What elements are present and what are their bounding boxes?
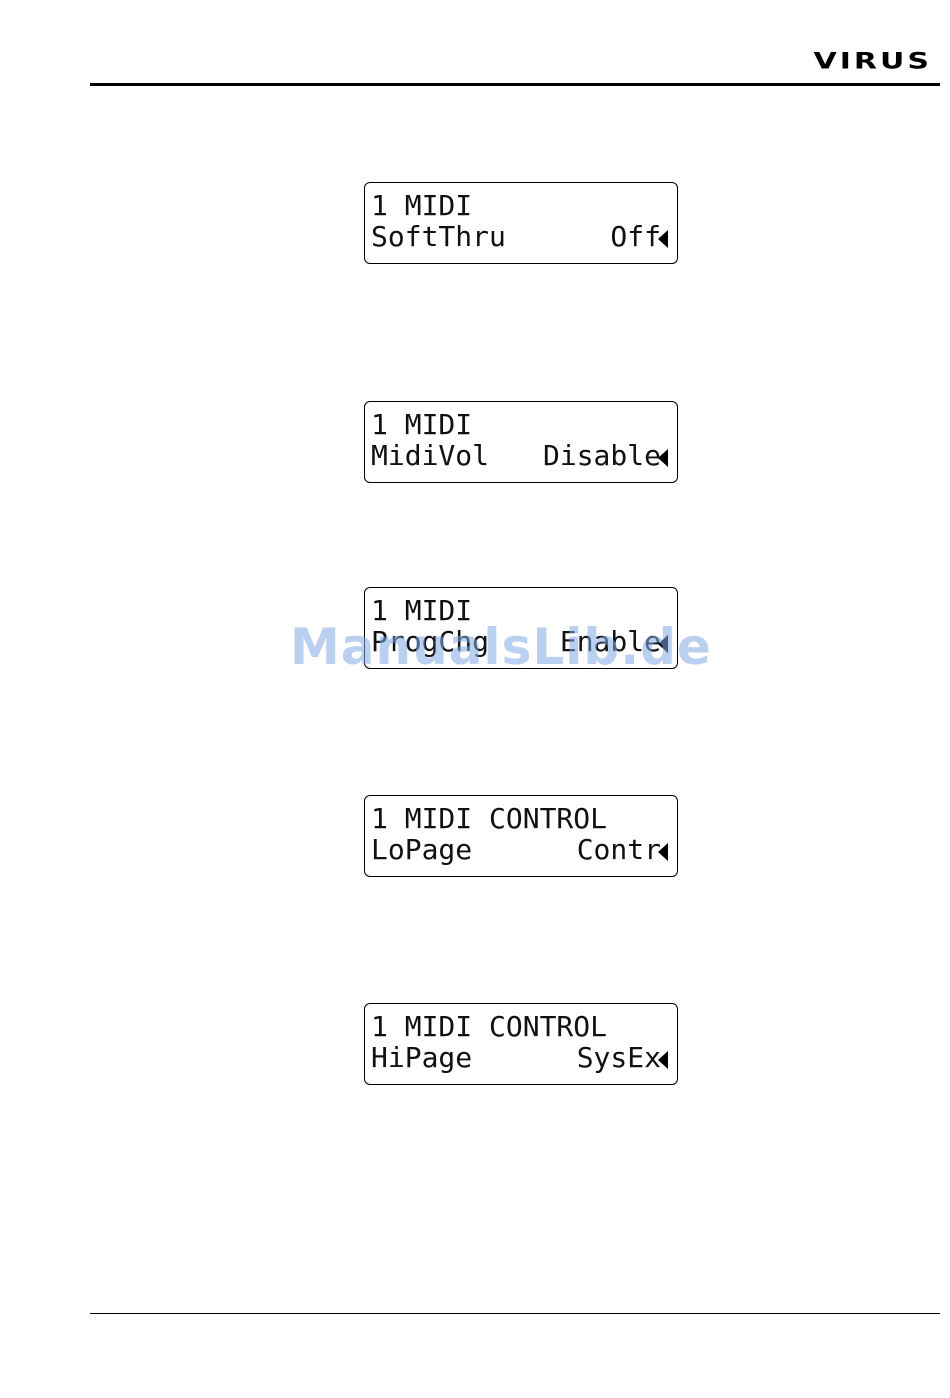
cursor-arrow-icon [658, 843, 668, 861]
lcd-value: Disable [543, 440, 661, 471]
lcd-value: Enable [560, 626, 661, 657]
cursor-arrow-icon [658, 1051, 668, 1069]
lcd-title: 1 MIDI CONTROL [371, 1011, 607, 1042]
virus-logo: VIRUS [814, 48, 932, 74]
lcd-line-2: HiPage SysEx [371, 1042, 661, 1073]
lcd-value: Contr [577, 834, 661, 865]
lcd-parameter: LoPage [371, 834, 472, 865]
footer-rule [90, 1313, 940, 1314]
lcd-parameter: SoftThru [371, 221, 506, 252]
lcd-display-hipage: 1 MIDI CONTROL HiPage SysEx [364, 1003, 678, 1085]
lcd-parameter: MidiVol [371, 440, 489, 471]
lcd-title: 1 MIDI [371, 409, 472, 440]
lcd-value: SysEx [577, 1042, 661, 1073]
lcd-line-1: 1 MIDI CONTROL [371, 803, 661, 834]
lcd-line-2: LoPage Contr [371, 834, 661, 865]
lcd-title: 1 MIDI CONTROL [371, 803, 607, 834]
cursor-arrow-icon [658, 230, 668, 248]
lcd-title: 1 MIDI [371, 190, 472, 221]
lcd-line-2: ProgChg Enable [371, 626, 661, 657]
lcd-title: 1 MIDI [371, 595, 472, 626]
header-rule [90, 83, 940, 86]
lcd-line-2: SoftThru Off [371, 221, 661, 252]
cursor-arrow-icon [658, 449, 668, 467]
lcd-line-1: 1 MIDI [371, 595, 661, 626]
lcd-display-lopage: 1 MIDI CONTROL LoPage Contr [364, 795, 678, 877]
lcd-display-midivol: 1 MIDI MidiVol Disable [364, 401, 678, 483]
lcd-line-2: MidiVol Disable [371, 440, 661, 471]
lcd-display-progchg: 1 MIDI ProgChg Enable [364, 587, 678, 669]
lcd-line-1: 1 MIDI [371, 409, 661, 440]
lcd-parameter: HiPage [371, 1042, 472, 1073]
lcd-parameter: ProgChg [371, 626, 489, 657]
lcd-value: Off [610, 221, 661, 252]
lcd-line-1: 1 MIDI [371, 190, 661, 221]
lcd-display-softthru: 1 MIDI SoftThru Off [364, 182, 678, 264]
cursor-arrow-icon [658, 635, 668, 653]
lcd-line-1: 1 MIDI CONTROL [371, 1011, 661, 1042]
